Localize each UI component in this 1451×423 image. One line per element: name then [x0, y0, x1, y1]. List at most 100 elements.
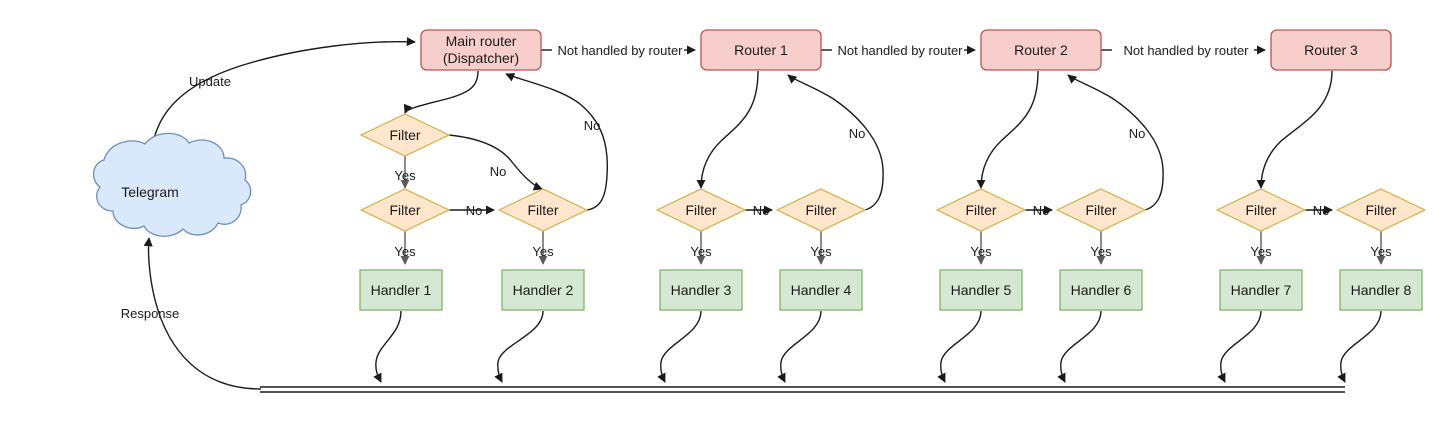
router-1-box	[700, 29, 822, 71]
edge-label-yes-1: Yes	[394, 244, 416, 259]
edge-update	[151, 37, 416, 149]
filter-1-diamond	[359, 188, 451, 232]
edge-handler-5-to-bus	[937, 310, 982, 383]
handler-node-8[interactable]: Handler 8	[1339, 269, 1423, 311]
filter-6-diamond	[1055, 188, 1147, 232]
edge-label-yes-7: Yes	[1250, 244, 1272, 259]
filter-node-3[interactable]: Filter	[655, 188, 747, 232]
edge-filter-6-no-return	[1067, 74, 1164, 211]
filter-node-7[interactable]: Filter	[1215, 188, 1307, 232]
router-main-label-line1: Main router	[446, 33, 517, 49]
filter-node-5[interactable]: Filter	[935, 188, 1027, 232]
router-node-main[interactable]: Main router (Dispatcher)	[420, 29, 542, 71]
edge-router-3-to-filter-7	[1256, 70, 1333, 189]
router-main-box	[420, 29, 542, 71]
edge-label-not-handled-3: Not handled by router	[1123, 43, 1249, 58]
handler-2-label: Handler 2	[513, 282, 574, 298]
filter-node-6[interactable]: Filter	[1055, 188, 1147, 232]
handler-3-label: Handler 3	[671, 282, 732, 298]
handler-4-label: Handler 4	[791, 282, 852, 298]
edge-label-yes-top-main: Yes	[394, 168, 416, 183]
filter-4-label: Filter	[805, 202, 836, 218]
edge-label-no-return-1: No	[849, 126, 866, 141]
filter-node-8[interactable]: Filter	[1335, 188, 1427, 232]
router-3-label: Router 3	[1304, 42, 1358, 58]
edge-label-no-return-main: No	[584, 118, 601, 133]
edge-label-yes-4: Yes	[810, 244, 832, 259]
edge-label-no-7: No	[1313, 203, 1330, 218]
handler-5-box	[939, 269, 1023, 311]
filter-2-diamond	[497, 188, 589, 232]
edge-label-no-return-2: No	[1129, 126, 1146, 141]
edge-label-yes-6: Yes	[1090, 244, 1112, 259]
filter-2-label: Filter	[527, 202, 558, 218]
cloud-icon	[93, 132, 252, 237]
edge-handler-7-to-bus	[1217, 310, 1262, 383]
edge-label-no-3: No	[753, 203, 770, 218]
edge-handler-2-to-bus	[494, 310, 544, 383]
handler-8-box	[1339, 269, 1423, 311]
router-node-3[interactable]: Router 3	[1270, 29, 1392, 71]
filter-8-label: Filter	[1365, 202, 1396, 218]
edge-label-no-top-main: No	[490, 164, 507, 179]
edge-handler-4-to-bus	[777, 310, 822, 383]
edge-label-update: Update	[189, 74, 231, 89]
filter-3-diamond	[655, 188, 747, 232]
filter-5-label: Filter	[965, 202, 996, 218]
filter-node-4[interactable]: Filter	[775, 188, 867, 232]
handler-node-3[interactable]: Handler 3	[659, 269, 743, 311]
edge-handler-3-to-bus	[657, 310, 702, 383]
filter-7-label: Filter	[1245, 202, 1276, 218]
edge-router-2-to-filter-5	[976, 70, 1039, 189]
handler-5-label: Handler 5	[951, 282, 1012, 298]
handler-node-1[interactable]: Handler 1	[359, 269, 443, 311]
handler-6-label: Handler 6	[1071, 282, 1132, 298]
edge-mainrouter-to-filter-top	[403, 70, 479, 114]
router-3-box	[1270, 29, 1392, 71]
router-1-label: Router 1	[734, 42, 788, 58]
handler-4-box	[779, 269, 863, 311]
edge-label-no-5: No	[1033, 203, 1050, 218]
handler-3-box	[659, 269, 743, 311]
router-node-2[interactable]: Router 2	[980, 29, 1102, 71]
telegram-cloud-node[interactable]: Telegram	[93, 132, 252, 237]
edge-label-yes-5: Yes	[970, 244, 992, 259]
response-bus	[260, 386, 1345, 393]
edge-label-yes-2: Yes	[532, 244, 554, 259]
handler-8-label: Handler 8	[1351, 282, 1412, 298]
router-2-label: Router 2	[1014, 42, 1068, 58]
handler-node-2[interactable]: Handler 2	[501, 269, 585, 311]
edge-filter-top-no	[448, 134, 543, 191]
filter-top-main-label: Filter	[389, 127, 420, 143]
edge-filter-2-no-return	[505, 73, 609, 211]
handler-1-box	[359, 269, 443, 311]
edge-handler-8-to-bus	[1337, 310, 1382, 383]
handler-node-5[interactable]: Handler 5	[939, 269, 1023, 311]
router-node-1[interactable]: Router 1	[700, 29, 822, 71]
filter-8-diamond	[1335, 188, 1427, 232]
handler-6-box	[1059, 269, 1143, 311]
edge-handler-6-to-bus	[1057, 310, 1102, 383]
handler-7-box	[1219, 269, 1303, 311]
filter-4-diamond	[775, 188, 867, 232]
edge-response	[143, 237, 262, 390]
edge-label-yes-3: Yes	[690, 244, 712, 259]
telegram-cloud-label: Telegram	[121, 184, 179, 200]
router-main-label-line2: (Dispatcher)	[443, 50, 519, 66]
filter-node-2[interactable]: Filter	[497, 188, 589, 232]
filter-node-top-main[interactable]: Filter	[359, 113, 451, 157]
edge-label-not-handled-2: Not handled by router	[837, 43, 963, 58]
edge-label-no-1: No	[466, 203, 483, 218]
handler-node-6[interactable]: Handler 6	[1059, 269, 1143, 311]
filter-6-label: Filter	[1085, 202, 1116, 218]
filter-7-diamond	[1215, 188, 1307, 232]
handler-7-label: Handler 7	[1231, 282, 1292, 298]
filter-top-main-diamond	[359, 113, 451, 157]
handler-node-7[interactable]: Handler 7	[1219, 269, 1303, 311]
edge-label-response: Response	[121, 306, 180, 321]
edge-router-1-to-filter-3	[696, 70, 759, 189]
handler-node-4[interactable]: Handler 4	[779, 269, 863, 311]
filter-node-1[interactable]: Filter	[359, 188, 451, 232]
filter-1-label: Filter	[389, 202, 420, 218]
